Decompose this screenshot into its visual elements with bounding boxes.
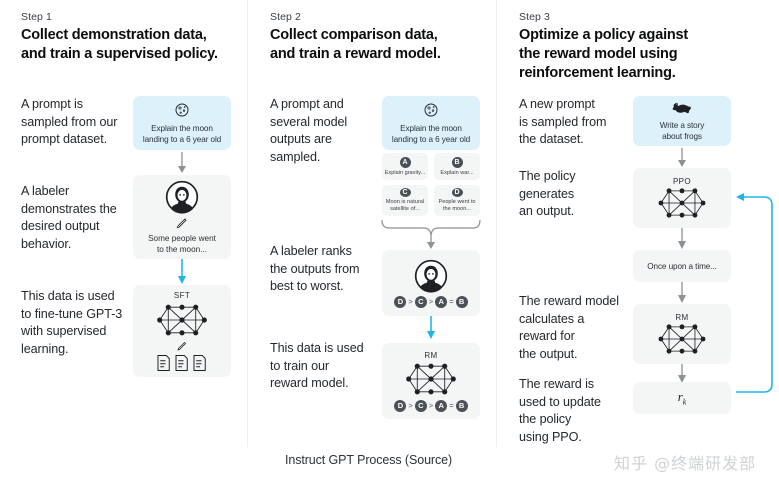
rm-rank-badge-1: D [394, 399, 407, 412]
step-3-reward-value: rk [677, 389, 687, 407]
step-3-paragraph-4: The reward is used to update the policy … [519, 377, 601, 444]
step-3-output-card: Once upon a time... [633, 250, 731, 282]
column-divider-2 [496, 0, 497, 447]
step-1-sft-card: SFT [133, 285, 231, 377]
documents-icon [157, 354, 206, 371]
neural-net-icon [406, 363, 456, 394]
step-3-paragraph-1: A new prompt is sampled from the dataset… [519, 97, 607, 146]
column-divider-1 [247, 0, 248, 447]
step-3-ppo-card: PPO [633, 168, 731, 228]
rm-rank-badge-2: C [414, 399, 427, 412]
rm-rank-op-2: > [428, 401, 434, 410]
step-1-prompt-text: Explain the moon landing to a 6 year old [142, 123, 222, 144]
step-2-option-c: C Moon is natural satellite of... [382, 185, 428, 216]
moon-icon [175, 103, 189, 116]
step-3-arrow-4 [676, 364, 688, 384]
step-3-label: Step 3 [519, 11, 550, 23]
rank-badge-4: B [455, 295, 468, 308]
step-3-paragraph-2: The policy generates an output. [519, 169, 576, 218]
option-d-text: People went to the moon... [438, 199, 476, 212]
step-1-sft-label: SFT [173, 290, 191, 300]
step-3-arrow-2 [676, 228, 688, 250]
rank-badge-2: C [414, 295, 427, 308]
rm-rank-op-1: > [408, 401, 413, 410]
rm-rank-badge-4: B [455, 399, 468, 412]
option-c-badge: C [399, 188, 411, 197]
step-3-paragraph-3: The reward model calculates a reward for… [519, 294, 619, 361]
rm-rank-op-3: = [449, 401, 454, 410]
step-1-label: Step 1 [21, 11, 52, 23]
step-2-brace-arrow [380, 218, 482, 250]
rank-badge-3: A [435, 295, 448, 308]
step-3-prompt-text: Write a story about frogs [659, 120, 705, 141]
option-a-text: Explain gravity... [384, 169, 426, 176]
step-1-paragraph-2: A labeler demonstrates the desired outpu… [21, 184, 117, 251]
rank-op-1: > [408, 297, 413, 306]
step-2-paragraph-3: This data is used to train our reward mo… [270, 341, 364, 390]
person-icon [165, 180, 199, 214]
rm-rank-badge-3: A [435, 399, 448, 412]
rank-badge-1: D [394, 295, 407, 308]
step-2-ranking-row: D > C > A = B [394, 295, 468, 308]
step-2-title: Collect comparison data, and train a rew… [270, 27, 441, 62]
step-1-paragraph-1: A prompt is sampled from our prompt data… [21, 97, 118, 146]
step-2-prompt-text: Explain the moon landing to a 6 year old [391, 123, 471, 144]
step-1-arrow-2 [176, 259, 188, 285]
step-3-title: Optimize a policy against the reward mod… [519, 27, 689, 81]
figure-caption: Instruct GPT Process (Source) [285, 453, 453, 467]
step-3-rm-card: RM [633, 304, 731, 364]
step-3-rm-label: RM [675, 312, 689, 322]
step-2-option-b: B Explain war... [434, 153, 480, 180]
watermark: 知乎 @终端研发部 [614, 454, 757, 473]
person-icon [414, 259, 448, 293]
rank-op-2: > [428, 297, 434, 306]
step-3-feedback-loop-arrow [726, 186, 779, 404]
step-2-label: Step 2 [270, 11, 301, 23]
step-2-paragraph-1: A prompt and several model outputs are s… [270, 97, 348, 164]
neural-net-icon [658, 187, 706, 218]
step-2-prompt-card: Explain the moon landing to a 6 year old [382, 96, 480, 150]
step-3-arrow-3 [676, 282, 688, 304]
step-2-rm-card: RM D > C > A = B [382, 343, 480, 419]
step-3-prompt-card: Write a story about frogs [633, 96, 731, 146]
step-3-ppo-label: PPO [672, 176, 692, 186]
step-1-labeler-text: Some people went to the moon... [148, 233, 216, 254]
moon-icon [424, 103, 438, 116]
column-step-3: Step 3 Optimize a policy against the rew… [498, 0, 779, 447]
step-2-rm-label: RM [424, 350, 438, 360]
step-2-option-a: A Explain gravity... [382, 153, 428, 180]
column-step-2: Step 2 Collect comparison data, and trai… [249, 0, 496, 447]
neural-net-icon [157, 304, 207, 335]
step-1-labeler-card: Some people went to the moon... [133, 175, 231, 259]
frog-icon [672, 102, 691, 113]
step-3-arrow-1 [676, 148, 688, 168]
column-step-1: Step 1 Collect demonstration data, and t… [0, 0, 247, 447]
step-2-paragraph-2: A labeler ranks the outputs from best to… [270, 244, 360, 293]
option-d-badge: D [451, 188, 463, 197]
step-2-rank-card: D > C > A = B [382, 250, 480, 316]
neural-net-icon [658, 323, 706, 354]
pencil-icon [176, 217, 187, 228]
step-2-rm-ranking-row: D > C > A = B [394, 399, 468, 412]
option-c-text: Moon is natural satellite of... [385, 199, 425, 212]
step-1-paragraph-3: This data is used to fine-tune GPT-3 wit… [21, 289, 123, 356]
step-3-reward-card: rk [633, 382, 731, 414]
pencil-icon [177, 341, 187, 351]
step-1-title: Collect demonstration data, and train a … [21, 27, 218, 62]
step-1-arrow-1 [176, 152, 188, 174]
step-1-prompt-card: Explain the moon landing to a 6 year old [133, 96, 231, 150]
step-2-arrow-2 [425, 316, 437, 340]
option-b-text: Explain war... [440, 169, 474, 176]
step-3-output-text: Once upon a time... [647, 261, 717, 271]
rank-op-3: = [449, 297, 454, 306]
option-b-badge: B [451, 156, 463, 168]
step-2-option-d: D People went to the moon... [434, 185, 480, 216]
option-a-badge: A [399, 156, 411, 168]
